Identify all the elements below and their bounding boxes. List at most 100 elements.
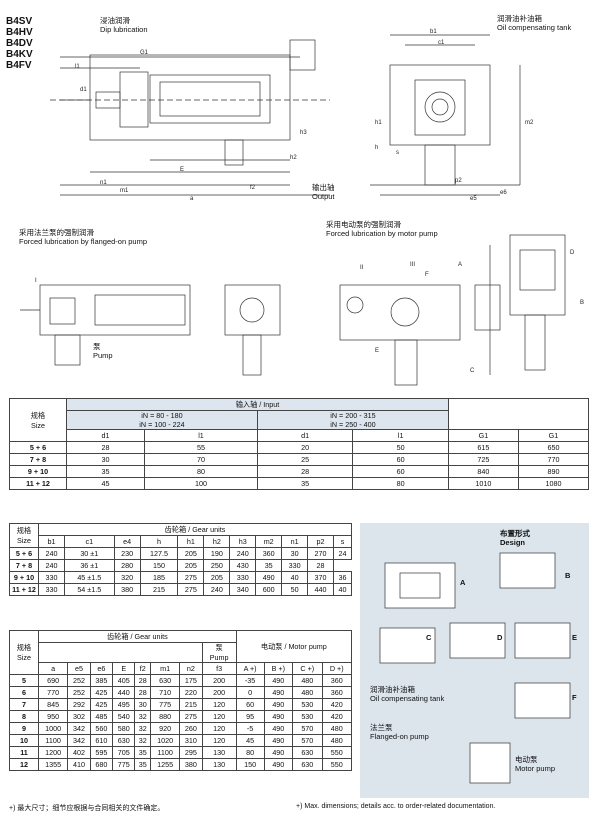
column-header: D +) xyxy=(321,662,353,675)
table-cell: 385 xyxy=(89,674,114,687)
table-cell: 1010 xyxy=(447,477,519,490)
table-cell: 205 xyxy=(177,559,205,572)
column-header: h1 xyxy=(177,535,205,548)
table-cell: 302 xyxy=(67,710,91,723)
table-cell: 35 xyxy=(65,465,146,478)
dim-label: A xyxy=(458,262,463,268)
dim-label: m2 xyxy=(525,120,534,126)
table-cell: 28 xyxy=(256,465,354,478)
model-item: B4KV xyxy=(6,49,33,60)
table-cell: 570 xyxy=(292,722,323,735)
table-cell: 342 xyxy=(67,722,91,735)
dim-label: E xyxy=(375,348,380,354)
column-header: f3 xyxy=(201,662,237,675)
table-cell: 615 xyxy=(447,441,519,454)
table-cell: 80 xyxy=(144,465,258,478)
dim-label: b1 xyxy=(430,29,437,35)
table-cell: 1080 xyxy=(517,477,590,490)
table-cell: 600 xyxy=(255,583,283,596)
table-cell: 220 xyxy=(179,686,203,699)
table-cell: 130 xyxy=(201,758,237,771)
table-cell: 60 xyxy=(235,698,265,711)
table-cell: 610 xyxy=(89,734,114,747)
dim-label: h1 xyxy=(375,120,382,126)
model-list: B4SV B4HV B4DV B4KV B4FV xyxy=(6,16,33,71)
table-cell: 490 xyxy=(263,698,294,711)
table-cell: 560 xyxy=(89,722,114,735)
table-cell: 1100 xyxy=(149,746,181,759)
table-cell: 120 xyxy=(201,710,237,723)
row-size: 9 + 10 xyxy=(9,465,67,478)
table-cell: 1255 xyxy=(149,758,181,771)
table-cell: 775 xyxy=(149,698,181,711)
column-header: e4 xyxy=(113,535,141,548)
gearbox-side-view xyxy=(89,54,291,141)
column-header: h xyxy=(139,535,179,548)
table-cell: 200 xyxy=(201,686,237,699)
table-cell: 630 xyxy=(292,746,323,759)
design-arrangements xyxy=(379,552,571,784)
table-cell: 275 xyxy=(177,583,205,596)
table-cell: 30 ±1 xyxy=(63,547,115,560)
dim-label: F xyxy=(425,272,429,278)
table-cell: 420 xyxy=(321,698,353,711)
dim-label: e6 xyxy=(500,190,507,196)
table-cell: 32 xyxy=(134,734,151,747)
table-cell: 490 xyxy=(255,571,283,584)
table-cell: 150 xyxy=(139,559,179,572)
table-cell: 370 xyxy=(307,571,334,584)
footnote-en: +) Max. dimensions; details acc. to orde… xyxy=(296,803,496,810)
table-cell: 630 xyxy=(149,674,181,687)
row-size: 5 xyxy=(9,674,39,687)
table-cell: 420 xyxy=(321,710,353,723)
table-cell: 295 xyxy=(179,746,203,759)
table-cell: 402 xyxy=(67,746,91,759)
table-cell: 252 xyxy=(67,686,91,699)
table-cell: 28 xyxy=(65,441,146,454)
table-cell: 330 xyxy=(38,571,65,584)
table-cell: 270 xyxy=(307,547,334,560)
table-cell: 550 xyxy=(321,758,353,771)
table-cell: 240 xyxy=(229,547,257,560)
table-cell: 130 xyxy=(201,746,237,759)
table-cell: 440 xyxy=(112,686,136,699)
table-cell: 405 xyxy=(112,674,136,687)
table-cell: 540 xyxy=(112,710,136,723)
table-cell: 30 xyxy=(281,547,309,560)
row-size: 7 + 8 xyxy=(9,453,67,466)
dim-label: d1 xyxy=(80,87,87,93)
table-cell: 260 xyxy=(179,722,203,735)
dim-label: D xyxy=(570,250,575,256)
table-cell: 0 xyxy=(235,686,265,699)
model-item: B4SV xyxy=(6,16,33,27)
table-cell: 45 ±1.5 xyxy=(63,571,115,584)
dim-label: I xyxy=(35,278,37,284)
table-cell: 845 xyxy=(37,698,69,711)
table-cell: 215 xyxy=(179,698,203,711)
table-cell: 890 xyxy=(517,465,590,478)
column-header: n2 xyxy=(179,662,203,675)
column-header: b1 xyxy=(38,535,65,548)
model-item: B4FV xyxy=(6,60,32,71)
table-cell: 330 xyxy=(281,559,309,572)
dim-label: B xyxy=(580,300,585,306)
table-cell: 480 xyxy=(292,674,323,687)
